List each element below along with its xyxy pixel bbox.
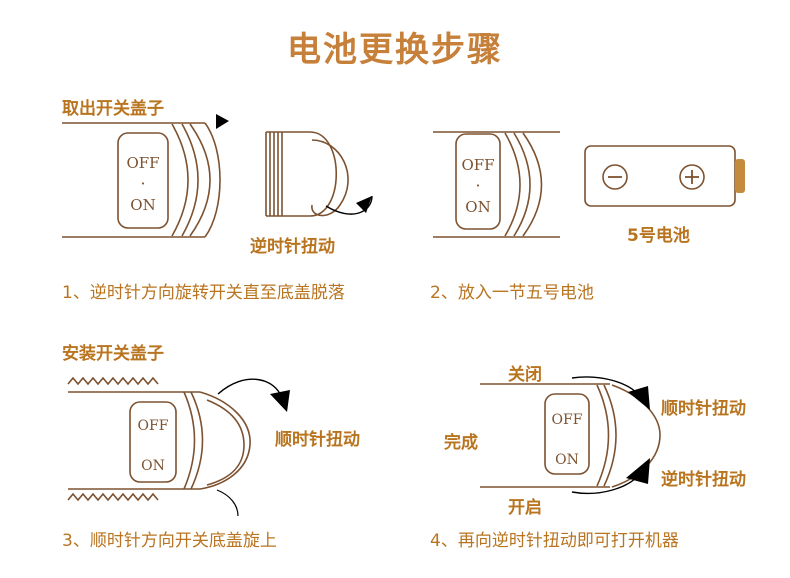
step3-caption: 3、顺时针方向开关底盖旋上 (62, 531, 277, 551)
step4-switch-panel (544, 393, 590, 475)
step1-rotate-label: 逆时针扭动 (250, 237, 335, 257)
page-title: 电池更换步骤 (287, 30, 503, 70)
battery-minus-icon (602, 164, 628, 190)
step2-dot: · (475, 176, 480, 195)
step3-off-label: OFF (138, 418, 169, 434)
step1-rotate-arrow-icon (356, 196, 372, 213)
step2-switch-panel (455, 133, 501, 230)
step3-rotate-label: 顺时针扭动 (275, 430, 360, 450)
step2-battery (584, 145, 745, 207)
step2-on-label: ON (465, 198, 490, 216)
step1-label: 取出开关盖子 (62, 99, 164, 119)
step4-on-label: ON (555, 452, 579, 468)
step3-switch-panel (129, 401, 177, 483)
step1-device (62, 122, 221, 238)
step1-switch-panel (117, 132, 169, 229)
step1-dot: · (140, 174, 145, 193)
step4-off-label: OFF (552, 412, 583, 428)
step2-device (433, 131, 560, 238)
step1-pull-arrow-icon (216, 114, 229, 129)
step4-close-label: 关闭 (508, 365, 542, 385)
step3-rotate-arrow-icon (270, 390, 290, 412)
step4-done-label: 完成 (444, 433, 478, 453)
step1-caption: 1、逆时针方向旋转开关直至底盖脱落 (62, 283, 345, 303)
step1-off-label: OFF (126, 154, 159, 172)
step2-battery-label: 5号电池 (627, 226, 690, 246)
step4-caption: 4、再向逆时针扭动即可打开机器 (430, 531, 679, 551)
step4-device (480, 383, 661, 488)
step3-label: 安装开关盖子 (62, 344, 164, 364)
step4-ccw-label: 逆时针扭动 (661, 470, 746, 490)
battery-plus-icon (679, 164, 705, 190)
step2-off-label: OFF (461, 156, 494, 174)
step3-thread-bottom (67, 492, 159, 502)
step4-ccw-arrow-icon (626, 458, 650, 484)
step2-caption: 2、放入一节五号电池 (430, 283, 594, 303)
step1-rotate-arrow-line (325, 195, 373, 215)
step4-open-label: 开启 (508, 498, 542, 518)
step4-cw-label: 顺时针扭动 (661, 399, 746, 419)
step4-cw-arrow-icon (628, 386, 650, 410)
step3-on-label: ON (141, 458, 165, 474)
step3-device (67, 376, 251, 502)
step1-on-label: ON (130, 196, 155, 214)
step3-thread-top (67, 376, 159, 386)
step1-cap (265, 131, 349, 217)
